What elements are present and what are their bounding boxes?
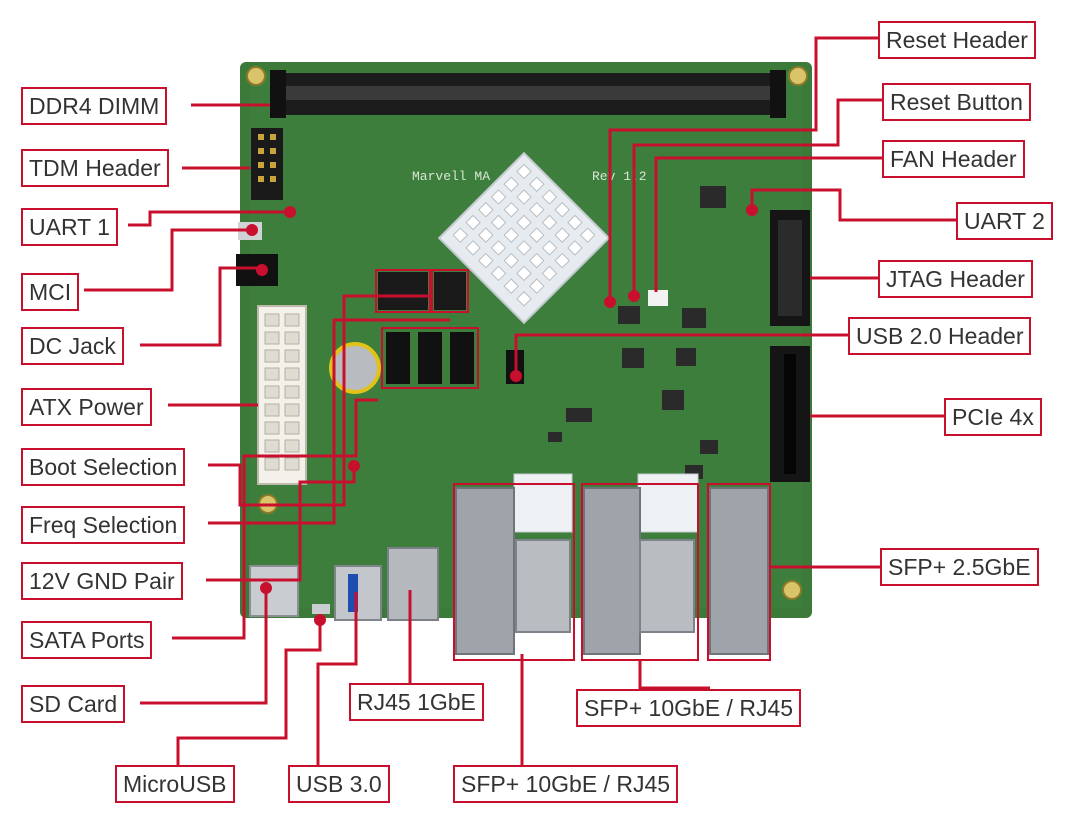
label-mci: MCI xyxy=(21,273,80,311)
label-reset-header: Reset Header xyxy=(878,21,1036,59)
tdm-header xyxy=(251,128,283,200)
heatsink xyxy=(437,151,611,325)
silkscreen-rev: Rev 1.2 xyxy=(592,169,647,184)
label-sfp-10gbe-rj45-mid: SFP+ 10GbE / RJ45 xyxy=(576,689,802,727)
label-sfp-2-5gbe: SFP+ 2.5GbE xyxy=(880,548,1039,586)
leader-lines xyxy=(84,36,956,765)
label-reset-button: Reset Button xyxy=(882,83,1031,121)
label-jtag-header: JTAG Header xyxy=(878,260,1033,298)
small-components xyxy=(548,186,726,479)
pcie-slot-groove xyxy=(784,354,796,474)
sata-port-2 xyxy=(418,332,442,384)
label-rj45-1gbe: RJ45 1GbE xyxy=(349,683,484,721)
label-uart-1: UART 1 xyxy=(21,208,118,246)
rj45-port-1 xyxy=(515,539,571,633)
label-usb-3-0: USB 3.0 xyxy=(288,765,390,803)
label-sata-ports: SATA Ports xyxy=(21,621,153,659)
label-fan-header: FAN Header xyxy=(882,140,1025,178)
atx-pins xyxy=(264,313,300,471)
sd-card-slot xyxy=(249,565,299,617)
tdm-pins xyxy=(258,134,276,182)
phy-heatsink-1 xyxy=(513,473,573,533)
rj45-port-2 xyxy=(639,539,695,633)
leader-endpoints xyxy=(246,204,758,626)
label-tdm-header: TDM Header xyxy=(21,149,169,187)
label-ddr4-dimm: DDR4 DIMM xyxy=(21,87,168,125)
sfp-cage-2 xyxy=(583,487,641,655)
highlight-boxes xyxy=(375,269,771,661)
boot-jumper-block xyxy=(378,272,428,310)
phy-heatsink-2 xyxy=(637,473,699,533)
label-sd-card: SD Card xyxy=(21,685,126,723)
reset-button-component xyxy=(648,290,668,306)
label-uart-2: UART 2 xyxy=(956,202,1053,240)
rj45-1gbe-port xyxy=(387,547,439,621)
label-microusb: MicroUSB xyxy=(115,765,235,803)
freq-jumper-block xyxy=(434,272,466,310)
dimm-slot-groove xyxy=(282,86,774,100)
label-boot-selection: Boot Selection xyxy=(21,448,186,486)
sfp-cage-1 xyxy=(455,487,515,655)
label-12v-gnd-pair: 12V GND Pair xyxy=(21,562,183,600)
label-dc-jack: DC Jack xyxy=(21,327,124,365)
dimm-latch-left xyxy=(270,70,286,118)
sfp-cage-3 xyxy=(709,487,769,655)
microusb-port xyxy=(312,604,330,614)
sata-port-1 xyxy=(386,332,410,384)
coin-battery xyxy=(329,342,381,394)
label-sfp-10gbe-rj45-bottom: SFP+ 10GbE / RJ45 xyxy=(453,765,679,803)
usb3-port-tongue xyxy=(348,574,358,612)
dimm-latch-right xyxy=(770,70,786,118)
label-atx-power: ATX Power xyxy=(21,388,152,426)
label-freq-selection: Freq Selection xyxy=(21,506,186,544)
silkscreen-title: Marvell MA xyxy=(412,169,490,184)
label-pcie-4x: PCIe 4x xyxy=(944,398,1042,436)
label-usb-2-0-header: USB 2.0 Header xyxy=(848,317,1032,355)
sata-port-3 xyxy=(450,332,474,384)
jtag-header-inner xyxy=(778,220,802,316)
